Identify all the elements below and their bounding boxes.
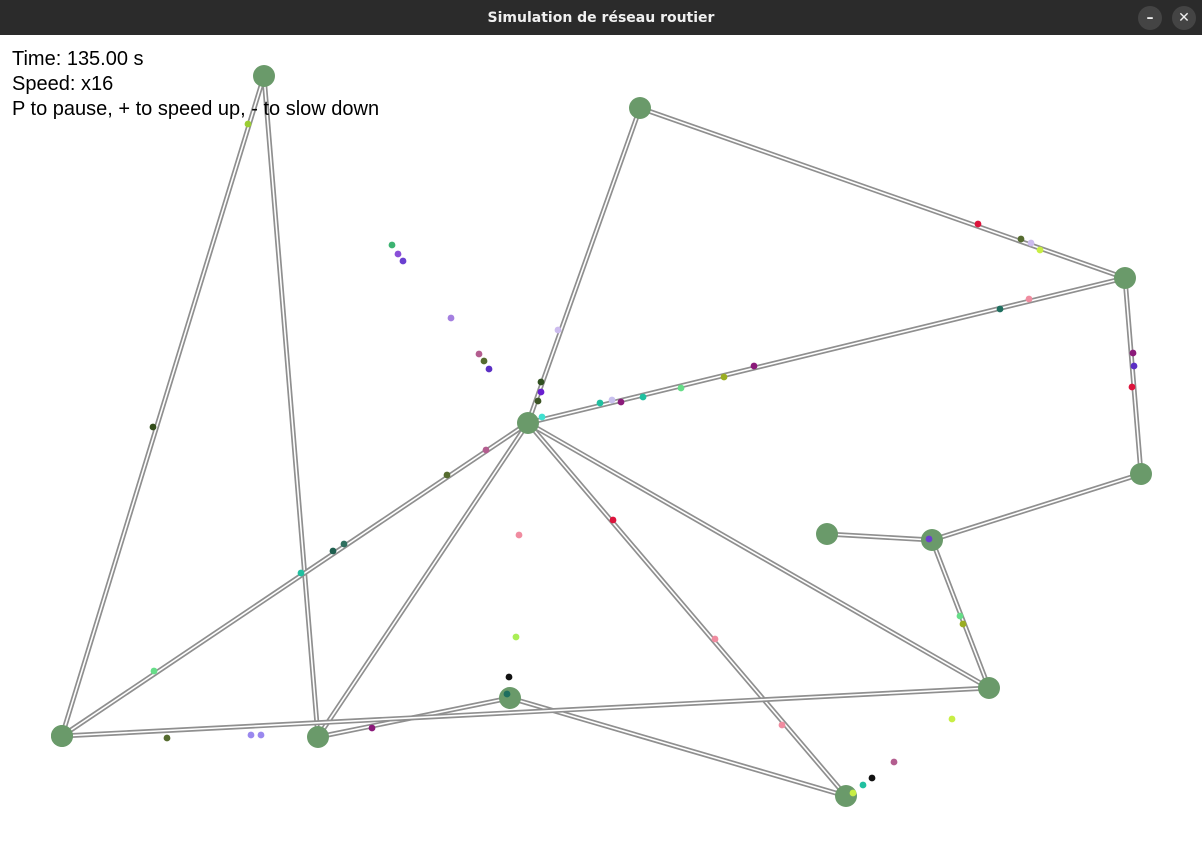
road-network	[51, 65, 1152, 807]
road-divider-n12-n13	[61, 687, 990, 737]
vehicle	[399, 257, 407, 265]
vehicle	[959, 620, 967, 628]
vehicle	[475, 350, 483, 358]
vehicle	[368, 724, 376, 732]
intersection-node[interactable]	[978, 677, 1000, 699]
vehicle	[515, 531, 523, 539]
road-divider-n9-n8	[826, 533, 933, 541]
vehicle	[1017, 235, 1025, 243]
roads-layer	[59, 75, 1144, 799]
road-divider-n3-n7	[1124, 277, 1142, 475]
close-icon: ✕	[1178, 10, 1190, 26]
intersection-node[interactable]	[307, 726, 329, 748]
window-titlebar: Simulation de réseau routier – ✕	[0, 0, 1202, 35]
road-divider-n2-n5	[527, 107, 641, 424]
vehicle	[537, 388, 545, 396]
vehicle	[503, 690, 511, 698]
vehicle	[750, 362, 758, 370]
vehicle	[974, 220, 982, 228]
road-divider-n5-n11	[527, 422, 847, 797]
vehicle	[1036, 246, 1044, 254]
vehicle	[1130, 362, 1138, 370]
vehicle	[244, 120, 252, 128]
road-divider-n1-n4	[61, 75, 265, 737]
vehicle	[1129, 349, 1137, 357]
vehicle	[720, 373, 728, 381]
vehicle	[890, 758, 898, 766]
vehicle	[443, 471, 451, 479]
vehicle	[1128, 383, 1136, 391]
minimize-button[interactable]: –	[1138, 6, 1162, 30]
vehicle	[596, 399, 604, 407]
intersection-node[interactable]	[517, 412, 539, 434]
intersection-node[interactable]	[1130, 463, 1152, 485]
vehicle	[297, 569, 305, 577]
road-divider-n5-n6	[317, 422, 529, 738]
vehicle	[505, 673, 513, 681]
vehicle	[639, 393, 647, 401]
window-title: Simulation de réseau routier	[487, 9, 715, 26]
vehicle	[447, 314, 455, 322]
road-divider-n5-n12	[527, 422, 990, 689]
vehicles-layer	[149, 120, 1138, 797]
controls-help: P to pause, + to speed up, - to slow dow…	[12, 98, 380, 120]
intersection-node[interactable]	[51, 725, 73, 747]
vehicle	[150, 667, 158, 675]
vehicle	[149, 423, 157, 431]
vehicle	[480, 357, 488, 365]
vehicle	[617, 398, 625, 406]
time-readout: Time: 135.00 s	[12, 48, 144, 70]
vehicle	[868, 774, 876, 782]
speed-readout: Speed: x16	[12, 73, 114, 95]
vehicle	[1025, 295, 1033, 303]
vehicle	[849, 789, 857, 797]
vehicle	[537, 378, 545, 386]
road-divider-n2-n3	[639, 107, 1126, 279]
vehicle	[512, 633, 520, 641]
vehicle	[329, 547, 337, 555]
road-divider-n7-n8	[931, 473, 1142, 541]
vehicle	[534, 397, 542, 405]
road-divider-n1-n6	[263, 75, 319, 738]
vehicle	[778, 721, 786, 729]
vehicle	[257, 731, 265, 739]
simulation-canvas[interactable]	[0, 35, 1202, 836]
vehicle	[711, 635, 719, 643]
close-button[interactable]: ✕	[1172, 6, 1196, 30]
intersection-node[interactable]	[629, 97, 651, 119]
vehicle	[247, 731, 255, 739]
intersection-node[interactable]	[1114, 267, 1136, 289]
minimize-icon: –	[1146, 10, 1154, 26]
vehicle	[485, 365, 493, 373]
vehicle	[948, 715, 956, 723]
vehicle	[538, 413, 546, 421]
vehicle	[609, 516, 617, 524]
intersection-node[interactable]	[816, 523, 838, 545]
vehicle	[554, 326, 562, 334]
vehicle	[996, 305, 1004, 313]
vehicle	[394, 250, 402, 258]
vehicle	[956, 612, 964, 620]
vehicle	[1027, 239, 1035, 247]
vehicle	[340, 540, 348, 548]
intersection-node[interactable]	[253, 65, 275, 87]
vehicle	[859, 781, 867, 789]
hud-overlay: Time: 135.00 s Speed: x16 P to pause, + …	[12, 47, 379, 122]
vehicle	[677, 384, 685, 392]
road-divider-n3-n5	[527, 277, 1126, 424]
vehicle	[925, 535, 933, 543]
intersection-node[interactable]	[499, 687, 521, 709]
road-divider-n10-n11	[509, 697, 847, 797]
nodes-layer	[51, 65, 1152, 807]
vehicle	[163, 734, 171, 742]
vehicle	[388, 241, 396, 249]
vehicle	[608, 396, 616, 404]
vehicle	[482, 446, 490, 454]
